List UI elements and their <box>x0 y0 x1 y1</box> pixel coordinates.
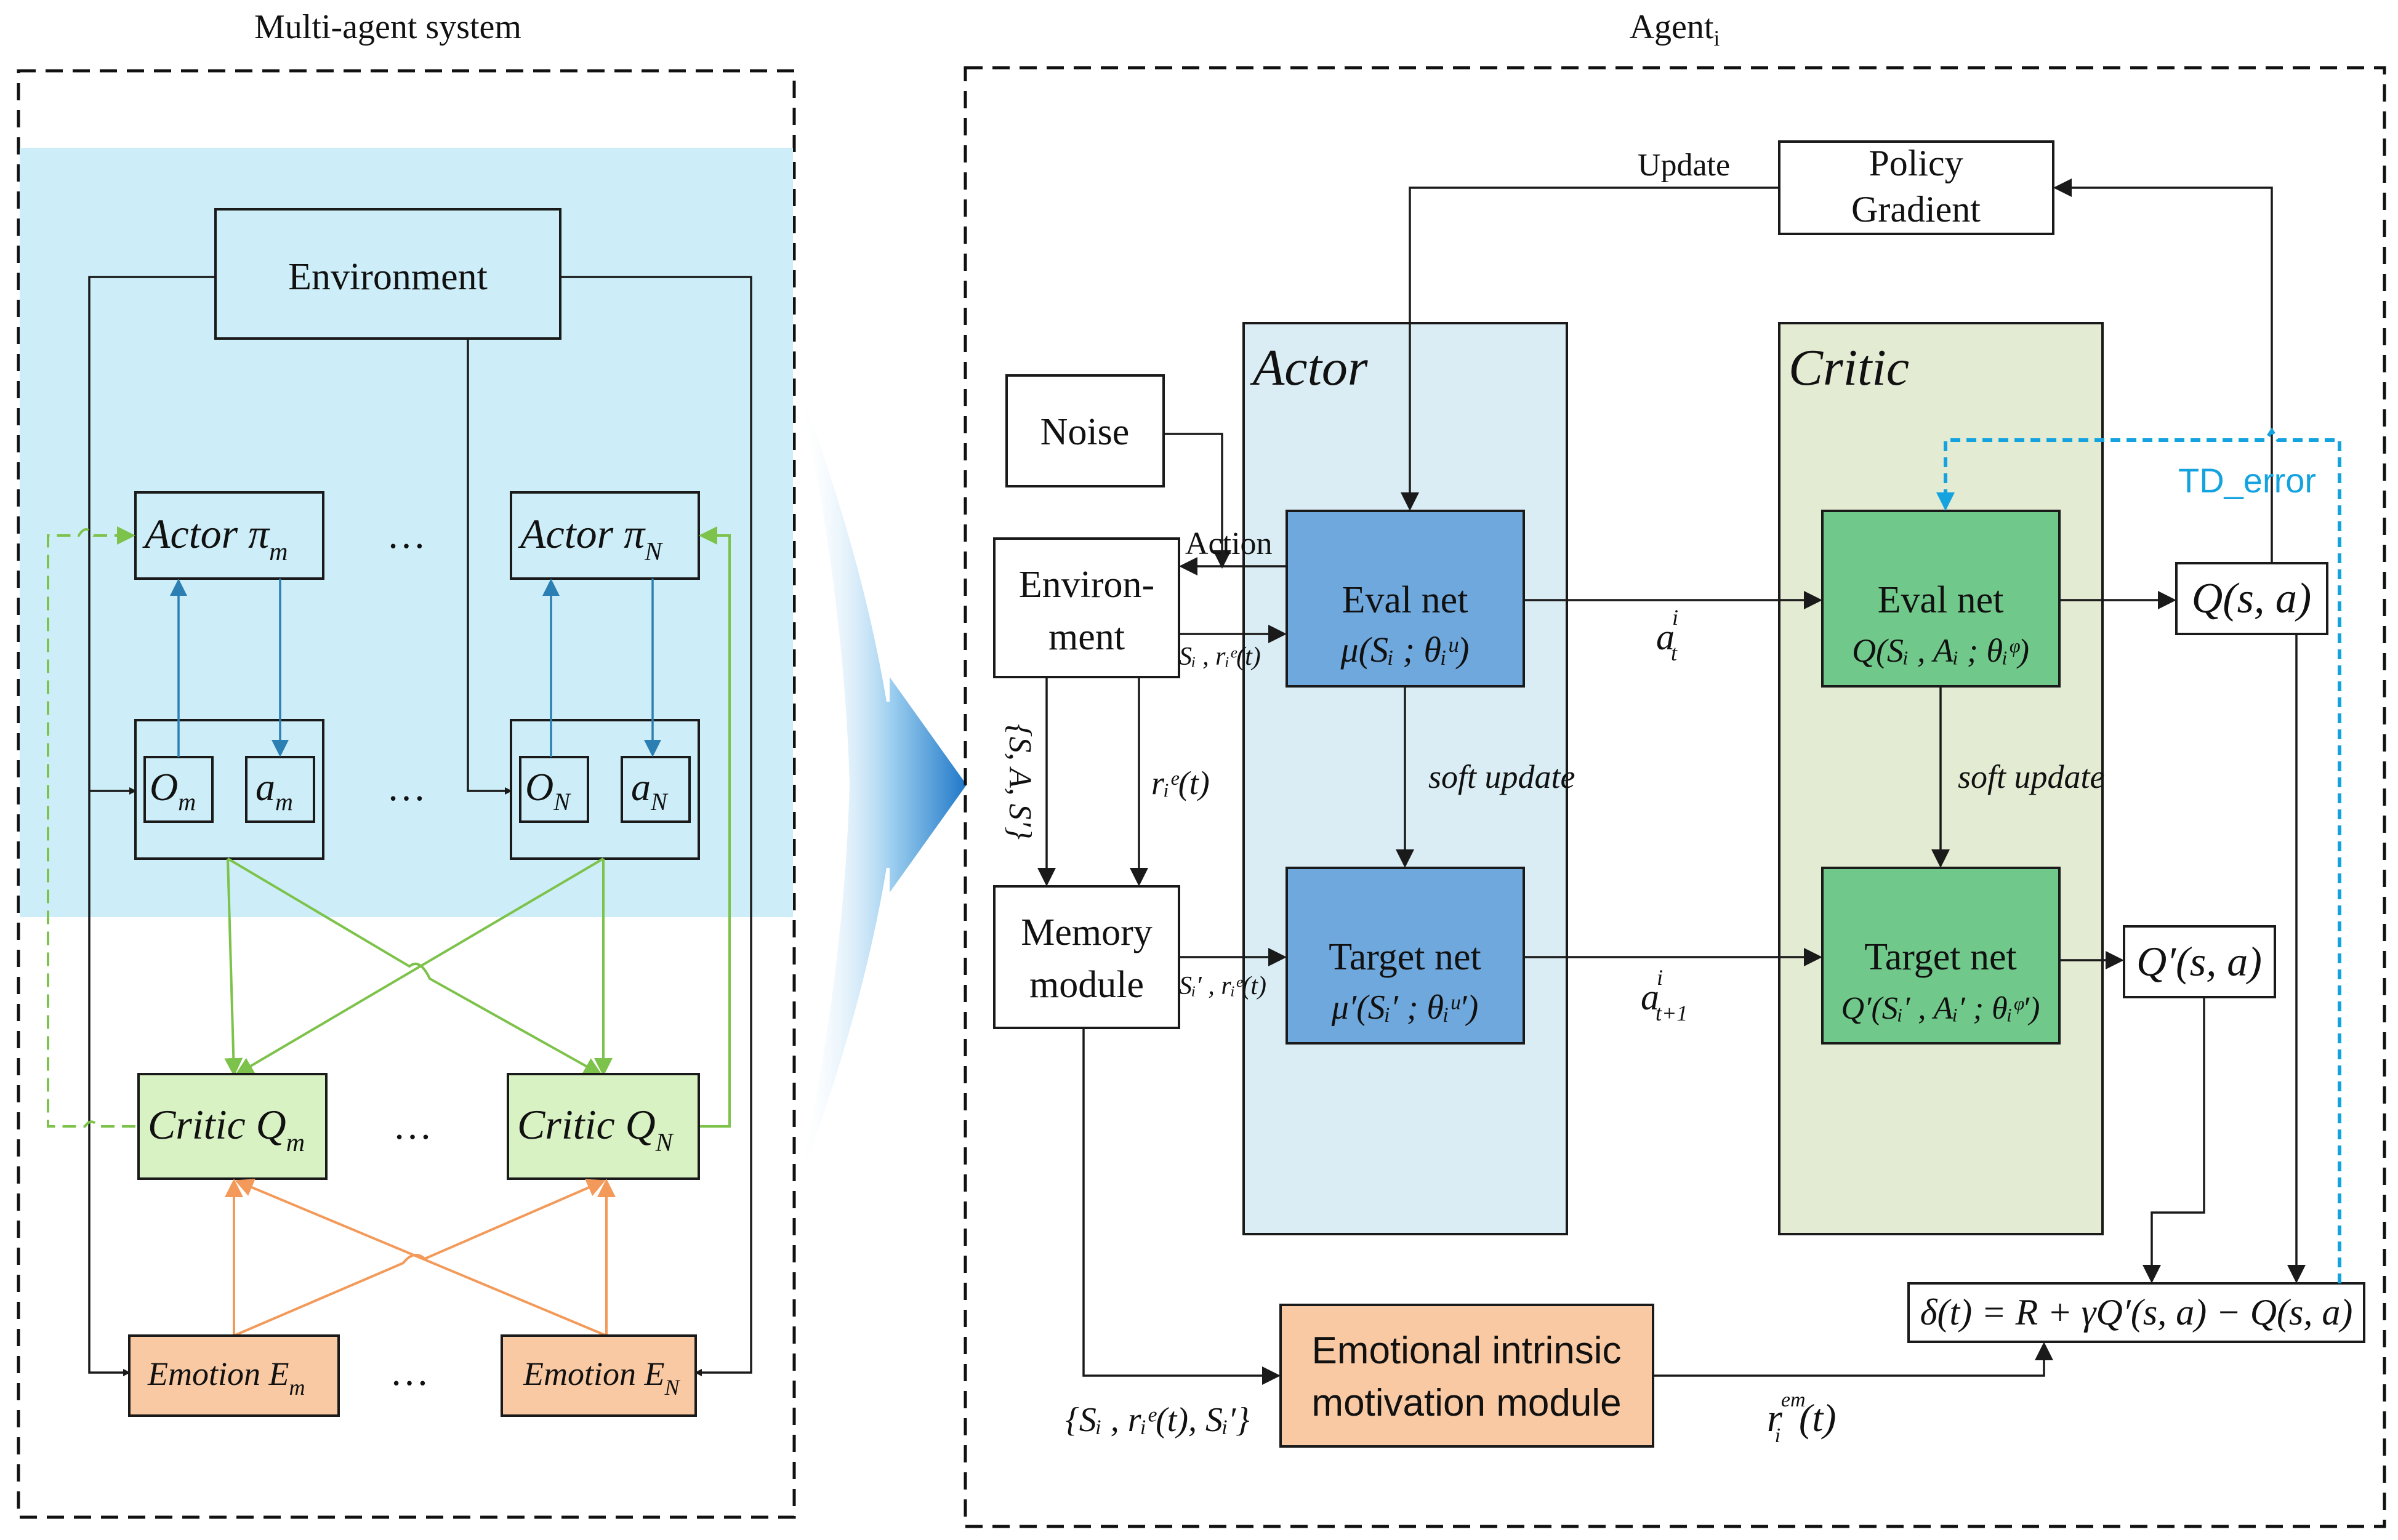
left-environment-box <box>214 208 561 340</box>
td-error-dashed-arrow <box>1936 427 2341 1283</box>
group-n-to-critic-m-arrow <box>235 857 605 1076</box>
q-prime-box <box>2123 925 2276 998</box>
actor-eval-label: Eval net <box>1342 579 1468 621</box>
actor-soft-update-label: soft update <box>1428 758 1575 795</box>
group-m-to-critic-m-arrow <box>224 858 243 1077</box>
q-to-policy-arrow <box>2053 178 2273 569</box>
act-m-box <box>245 756 315 823</box>
obs-m-box <box>143 756 214 823</box>
emotional-to-delta-arrow <box>1653 1342 2053 1377</box>
action-label: Action <box>1185 526 1273 561</box>
actor-eval-formula: μ(Sᵢ ; θᵢᵘ) <box>1340 630 1470 670</box>
rie-label: rᵢᵉ(t) <box>1151 764 1210 801</box>
memory-to-emotional-arrow <box>1082 1028 1281 1385</box>
right-environment-line1: Environ- <box>1019 564 1154 606</box>
group-m-to-critic-n-arrow <box>227 857 603 1075</box>
emotion-n-to-critic-m-arrow <box>235 1179 607 1337</box>
act-n-box <box>621 756 691 823</box>
emotional-module-box <box>1279 1304 1654 1448</box>
env-line-right-outer <box>560 276 752 1376</box>
critic-eval-formula: Q(Sᵢ , Aᵢ ; θᵢᵠ) <box>1852 632 2029 669</box>
right-environment-line2: ment <box>1048 616 1125 658</box>
memory-tuple-label: {Sᵢ , rᵢᵉ(t), Sᵢ′} <box>1066 1401 1250 1439</box>
emotion-m-label: Emotion Em <box>147 1355 305 1400</box>
td-error-label: TD_error <box>2178 461 2316 500</box>
qprime-to-delta-arrow <box>2143 997 2205 1283</box>
policy-gradient-box <box>1778 140 2054 235</box>
left-panel-title: Multi-agent system <box>254 8 521 46</box>
critic-eval-box <box>1821 510 2061 688</box>
emotion-n-box <box>501 1334 697 1417</box>
actor-column-title: Actor <box>1250 339 1368 396</box>
critic-eval-label: Eval net <box>1878 579 2004 621</box>
right-panel-title: Agenti <box>1630 8 1720 50</box>
q-value-label: Q(s, a) <box>2192 575 2311 622</box>
emotion-n-label: Emotion EN <box>523 1355 680 1400</box>
obs-m-label: Om <box>150 765 196 816</box>
memory-module-box <box>993 885 1180 1029</box>
critic-n-box <box>507 1073 700 1180</box>
emotion-ellipsis: … <box>390 1350 429 1394</box>
actor-n-label: Actor πN <box>518 510 663 566</box>
si-rie-label: Sᵢ , rᵢᵉ(t) <box>1179 643 1261 671</box>
critic-soft-update-label: soft update <box>1958 758 2105 795</box>
critic-n-label: Critic QN <box>517 1101 674 1157</box>
memory-line1: Memory <box>1021 912 1153 953</box>
panel-transition-arrow <box>797 382 967 1188</box>
actor-ellipsis: … <box>387 513 426 556</box>
noise-label: Noise <box>1040 411 1130 453</box>
critic-ellipsis: … <box>393 1104 432 1147</box>
policy-gradient-line1: Policy <box>1869 143 1963 183</box>
obs-n-box <box>519 756 589 823</box>
act-m-label: am <box>255 765 293 816</box>
critic-m-box <box>137 1073 328 1180</box>
sas-label: {S, A, S′} <box>1002 724 1037 840</box>
actor-target-label: Target net <box>1329 936 1481 978</box>
obs-n-label: ON <box>525 765 571 816</box>
left-panel-border <box>17 69 796 1519</box>
actor-m-box <box>134 491 324 580</box>
critic-n-feedback-dashed <box>699 526 731 1128</box>
critic-target-label: Target net <box>1864 936 2017 978</box>
right-environment-box <box>993 537 1180 678</box>
memory-line2: module <box>1029 964 1144 1006</box>
noise-arrow <box>1164 433 1231 569</box>
critic-target-formula: Q′(Sᵢ′ , Aᵢ′ ; θᵢᵠ′) <box>1841 991 2040 1026</box>
critic-target-box <box>1821 867 2061 1045</box>
actor-n-box <box>510 491 700 580</box>
right-panel-border <box>964 66 2386 1528</box>
q-value-box <box>2175 562 2328 635</box>
delta-formula: δ(t) = R + γQ′(s, a) − Q(s, a) <box>1920 1292 2353 1333</box>
env-line-obs-n <box>467 339 512 795</box>
actor-eval-box <box>1286 510 1525 688</box>
delta-box <box>1907 1282 2365 1343</box>
q-prime-label: Q′(s, a) <box>2136 938 2262 985</box>
left-environment-label: Environment <box>288 256 488 298</box>
act-n-label: aN <box>631 765 669 816</box>
update-arrow <box>1401 186 1779 511</box>
critic-column-title: Critic <box>1788 339 1909 396</box>
critic-m-feedback-dashed <box>47 526 135 1128</box>
emotion-m-box <box>128 1334 340 1417</box>
actor-target-formula: μ′(Sᵢ′ ; θᵢᵘ′) <box>1331 989 1478 1027</box>
actor-target-box <box>1286 867 1525 1045</box>
si-prime-rie-label: Sᵢ′ , rᵢᵉ(t) <box>1179 972 1266 1000</box>
update-label: Update <box>1638 148 1730 183</box>
group-ellipsis: … <box>387 765 426 809</box>
critic-m-label: Critic Qm <box>148 1101 305 1157</box>
actor-m-label: Actor πm <box>142 510 288 566</box>
noise-box <box>1005 374 1165 487</box>
env-line-left-outer <box>88 276 215 1376</box>
policy-gradient-line2: Gradient <box>1851 189 1981 230</box>
emotional-line2: motivation module <box>1311 1382 1621 1424</box>
emotional-line1: Emotional intrinsic <box>1311 1329 1621 1372</box>
